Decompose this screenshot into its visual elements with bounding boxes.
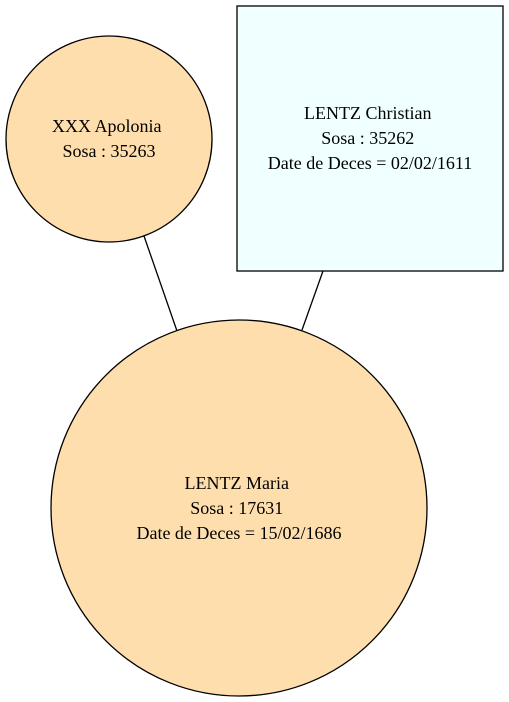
child-name: LENTZ Maria bbox=[185, 473, 289, 493]
edge-mother-child bbox=[143, 235, 178, 332]
edge-father-child bbox=[301, 270, 324, 331]
father-death-date: Date de Deces = 02/02/1611 bbox=[268, 153, 472, 173]
child-death-date: Date de Deces = 15/02/1686 bbox=[136, 523, 341, 543]
mother-label: XXX Apolonia Sosa : 35263 bbox=[52, 116, 166, 161]
node-mother[interactable]: XXX Apolonia Sosa : 35263 bbox=[5, 35, 213, 243]
mother-sosa: Sosa : 35263 bbox=[62, 141, 155, 161]
father-name: LENTZ Christian bbox=[304, 103, 431, 123]
mother-circle bbox=[5, 35, 213, 243]
mother-name: XXX Apolonia bbox=[52, 116, 162, 136]
father-sosa: Sosa : 35262 bbox=[321, 128, 414, 148]
child-sosa: Sosa : 17631 bbox=[190, 498, 283, 518]
father-label: LENTZ Christian Sosa : 35262 Date de Dec… bbox=[268, 103, 472, 173]
node-father[interactable]: LENTZ Christian Sosa : 35262 Date de Dec… bbox=[236, 5, 504, 272]
father-box bbox=[236, 5, 504, 272]
child-label: LENTZ Maria Sosa : 17631 Date de Deces =… bbox=[136, 473, 341, 543]
node-child[interactable]: LENTZ Maria Sosa : 17631 Date de Deces =… bbox=[50, 319, 428, 697]
child-circle bbox=[50, 319, 428, 697]
